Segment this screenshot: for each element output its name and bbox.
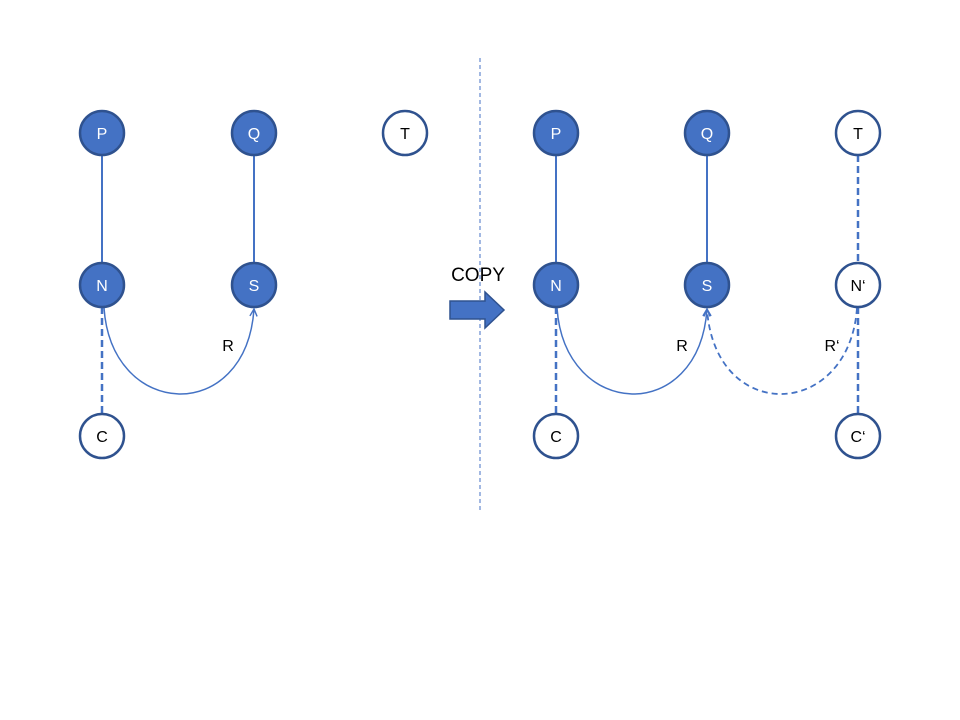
node-t-copy: T <box>834 109 882 157</box>
node-q-copy: Q <box>683 109 731 157</box>
node-c-copy-label: C <box>550 429 562 446</box>
node-q-copy-label: Q <box>701 126 713 143</box>
node-n-label: N <box>96 278 108 295</box>
node-p-copy: P <box>532 109 580 157</box>
edge-label-r: R <box>222 338 234 355</box>
node-n-prime: N‘ <box>834 261 882 309</box>
copy-arrow-shape <box>449 290 506 330</box>
node-t-label: T <box>400 126 410 143</box>
node-p-copy-label: P <box>551 126 562 143</box>
node-c-copy: C <box>532 412 580 460</box>
node-n-prime-label: N‘ <box>850 278 865 295</box>
node-t: T <box>381 109 429 157</box>
node-c-label: C <box>96 429 108 446</box>
node-c-prime: C‘ <box>834 412 882 460</box>
node-n-copy-label: N <box>550 278 562 295</box>
node-s-label: S <box>249 278 260 295</box>
node-c: C <box>78 412 126 460</box>
edge-r-prime-curve <box>707 308 858 395</box>
node-s-copy-label: S <box>702 278 713 295</box>
right-diagram: R R‘ P Q T N S N‘ C <box>532 109 882 460</box>
node-n: N <box>78 261 126 309</box>
node-p: P <box>78 109 126 157</box>
node-s: S <box>230 261 278 309</box>
edge-label-r-copy: R <box>676 338 688 355</box>
node-p-label: P <box>97 126 108 143</box>
node-q: Q <box>230 109 278 157</box>
node-t-copy-label: T <box>853 126 863 143</box>
edge-r-curve-copy <box>556 308 707 395</box>
copy-label: COPY <box>451 265 505 286</box>
node-c-prime-label: C‘ <box>850 429 865 446</box>
node-n-copy: N <box>532 261 580 309</box>
node-s-copy: S <box>683 261 731 309</box>
edge-r-curve <box>103 308 254 395</box>
copy-arrow: COPY <box>449 265 506 330</box>
node-q-label: Q <box>248 126 260 143</box>
left-diagram: R P Q T N S C <box>78 109 429 460</box>
edge-label-r-prime: R‘ <box>824 338 839 355</box>
